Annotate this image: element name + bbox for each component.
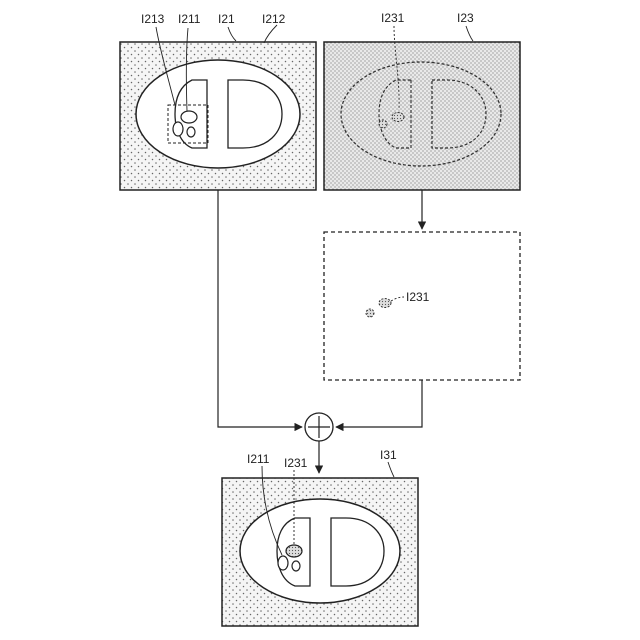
- panel-i31: [222, 478, 418, 626]
- panel-extracted: [324, 232, 520, 380]
- label-i211-bottom: I211: [247, 452, 270, 466]
- label-i212: I212: [262, 12, 286, 26]
- label-i211-top: I211: [178, 12, 201, 26]
- label-i213: I213: [141, 12, 165, 26]
- label-i21: I21: [218, 12, 235, 26]
- panel-i21: [120, 42, 316, 190]
- label-i231-bottom: I231: [284, 456, 308, 470]
- label-i31: I31: [380, 448, 397, 462]
- sum-operator: [305, 413, 333, 441]
- label-i231-mid: I231: [406, 290, 430, 304]
- label-i23: I23: [457, 11, 474, 25]
- panel-i23: [324, 42, 520, 190]
- label-i231-top: I231: [381, 11, 405, 25]
